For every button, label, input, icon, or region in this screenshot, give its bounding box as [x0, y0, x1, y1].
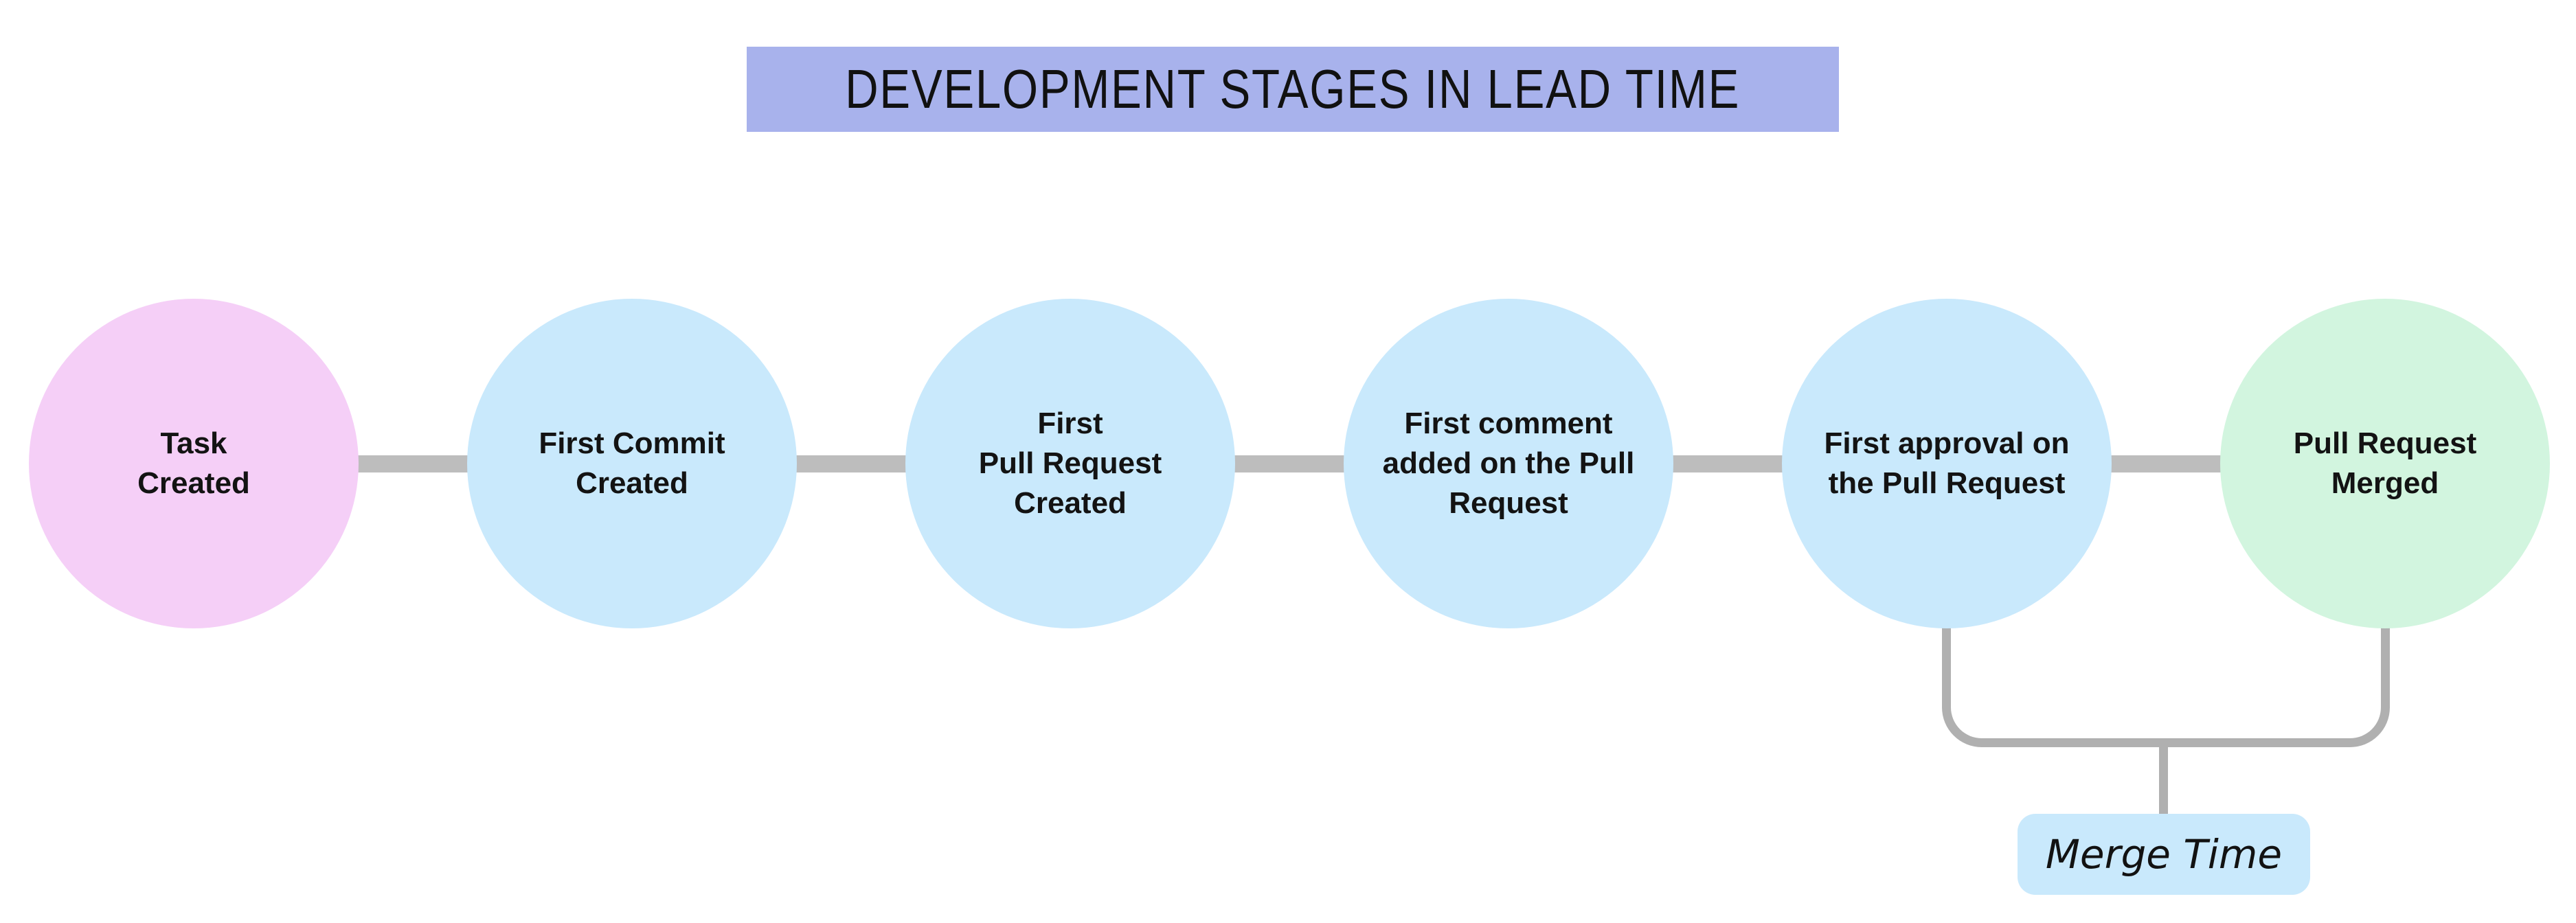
stage-label-line: First Commit: [539, 426, 725, 460]
merge-time-label-box: Merge Time: [2018, 814, 2310, 895]
stage-label-line: Pull Request: [2293, 426, 2477, 460]
stage-label: First comment added on the Pull Request: [1383, 404, 1635, 523]
stage-circle-pull-request-merged: Pull Request Merged: [2220, 299, 2550, 628]
stage-circle-first-approval: First approval on the Pull Request: [1782, 299, 2112, 628]
stage-label-line: Created: [1014, 486, 1127, 521]
merge-time-label: Merge Time: [2045, 831, 2283, 878]
stage-label: First Commit Created: [539, 424, 725, 503]
merge-time-bracket-stem: [2159, 746, 2168, 816]
stage-label-line: Pull Request: [978, 446, 1162, 480]
stage-label-line: Merged: [2331, 466, 2439, 500]
stage-label-line: the Pull Request: [1828, 466, 2066, 500]
stage-label-line: First: [1037, 406, 1103, 440]
stage-label-line: First comment: [1404, 406, 1613, 440]
stage-circle-first-commit-created: First Commit Created: [467, 299, 797, 628]
stage-circle-first-pull-request-created: First Pull Request Created: [905, 299, 1235, 628]
stage-circle-first-comment-added: First comment added on the Pull Request: [1344, 299, 1673, 628]
stage-label: First Pull Request Created: [979, 404, 1162, 523]
stage-label-line: Request: [1449, 486, 1568, 521]
stage-label-line: Created: [137, 466, 250, 500]
stage-label: Task Created: [137, 424, 250, 503]
stage-circle-task-created: Task Created: [29, 299, 359, 628]
stage-label: Pull Request Merged: [2294, 424, 2477, 503]
diagram-title-banner: DEVELOPMENT STAGES IN LEAD TIME: [747, 47, 1839, 132]
stage-label-line: First approval on: [1824, 426, 2070, 460]
merge-time-bracket: [1942, 626, 2390, 747]
stage-label-line: Created: [576, 466, 688, 500]
stage-label-line: added on the Pull: [1382, 446, 1635, 480]
stage-label-line: Task: [160, 426, 227, 460]
diagram-title: DEVELOPMENT STAGES IN LEAD TIME: [845, 58, 1741, 119]
stage-label: First approval on the Pull Request: [1824, 424, 2070, 503]
